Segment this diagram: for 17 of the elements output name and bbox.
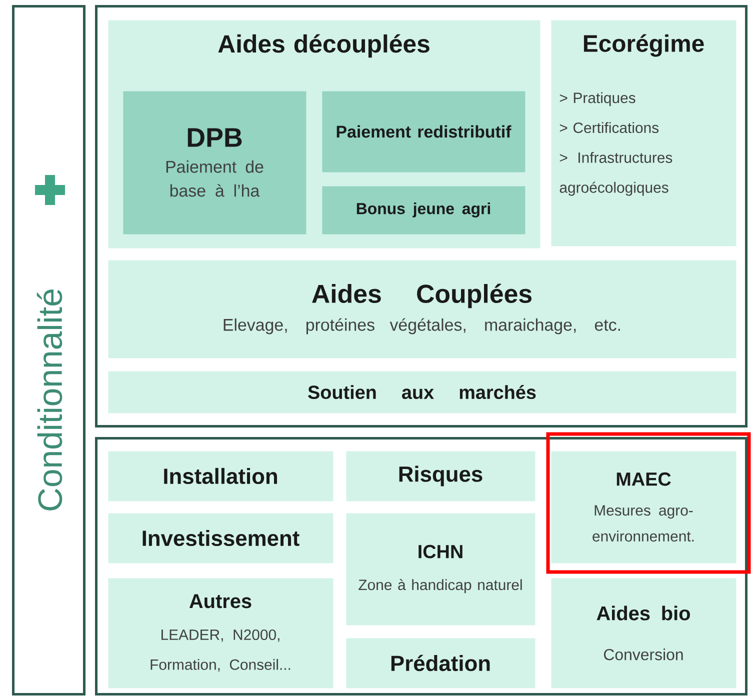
aid-box: Aides bio Conversion bbox=[551, 578, 736, 688]
side-panel: Conditionnalité bbox=[12, 5, 86, 696]
aid-box: Ecorégime > Pratiques > Certifications > Infrastructures agroécologiques bbox=[551, 20, 736, 246]
aid-box: Autres LEADER, N2000, Formation, Conseil... bbox=[108, 578, 334, 688]
section-frame bbox=[95, 5, 748, 428]
aid-box: Soutien aux marchés bbox=[108, 371, 736, 414]
section-frame bbox=[95, 437, 748, 696]
aid-box: Installation bbox=[108, 451, 334, 502]
aid-box: Prédation bbox=[346, 638, 536, 688]
aid-box: Aides Couplées Elevage, protéines végétales, maraichage, etc. bbox=[108, 260, 736, 358]
aid-box: Risques bbox=[346, 451, 536, 502]
aid-box: ICHN Zone à handicap naturel bbox=[346, 513, 536, 626]
aid-box: Bonus jeune agri bbox=[322, 186, 526, 234]
aid-box: MAEC Mesures agro-environnement. bbox=[551, 451, 736, 564]
aid-box: DPB Paiement de base à l’ha bbox=[123, 91, 306, 234]
aid-box: Paiement redistributif bbox=[322, 91, 526, 172]
aid-box: Investissement bbox=[108, 513, 334, 564]
